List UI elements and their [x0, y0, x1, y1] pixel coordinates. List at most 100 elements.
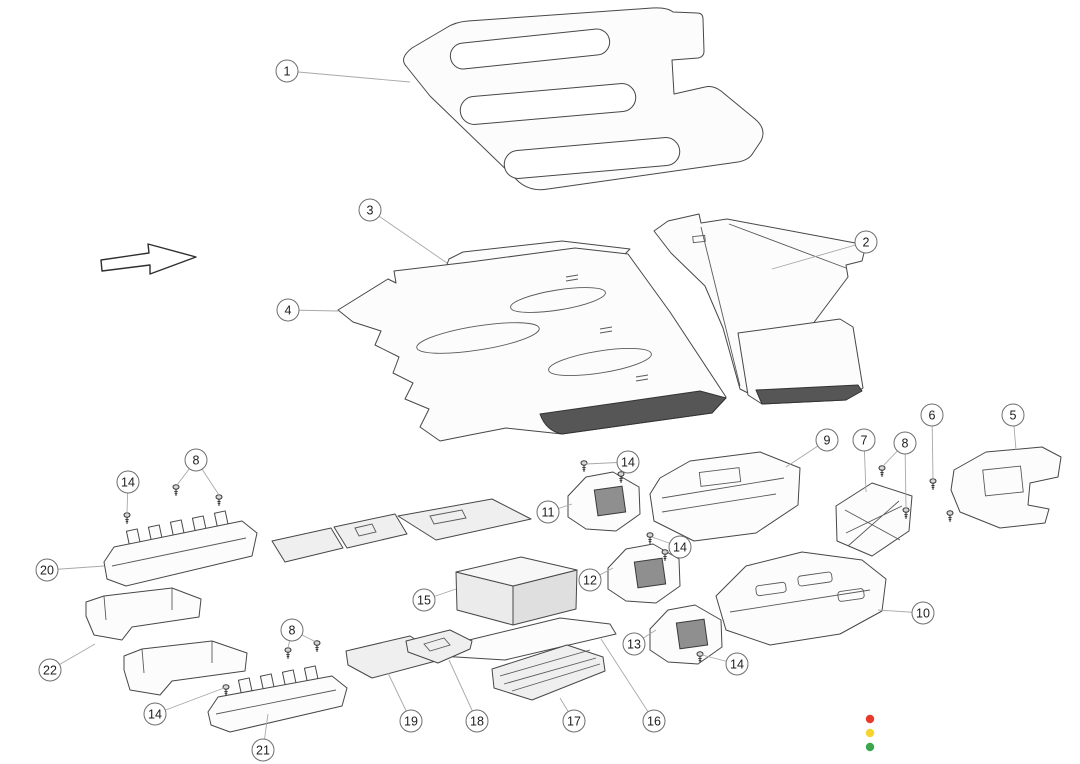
- screw-icon: [123, 512, 131, 525]
- callout-number: 5: [1010, 409, 1017, 423]
- part-18-pad: [405, 629, 473, 664]
- insulation-pads: [271, 498, 532, 563]
- callout-number: 9: [824, 434, 831, 448]
- callout-14: 14: [651, 535, 692, 559]
- callout-13: 13: [622, 629, 657, 656]
- part-11-bracket: [567, 471, 641, 532]
- callout-circle: [854, 230, 878, 254]
- part-20-bracket-rail: [103, 510, 258, 587]
- leader-line: [154, 687, 225, 715]
- callout-8: 8: [280, 618, 317, 649]
- callout-circle: [536, 500, 560, 524]
- part-7-bracket: [835, 482, 913, 557]
- direction-arrow-icon: [100, 243, 197, 275]
- callout-number: 7: [861, 434, 868, 448]
- callout-number: 22: [43, 664, 57, 678]
- part-5-bracket: [950, 446, 1062, 529]
- callout-number: 21: [256, 744, 270, 758]
- callout-number: 17: [567, 715, 581, 729]
- callout-number: 4: [285, 304, 292, 318]
- indicator-dot-red: [865, 714, 875, 724]
- callout-22: 22: [38, 643, 96, 682]
- callout-number: 8: [902, 437, 909, 451]
- callout-circle: [562, 709, 586, 733]
- foam-insert: [593, 485, 627, 517]
- callout-12: 12: [578, 567, 614, 592]
- callout-7: 7: [852, 428, 876, 493]
- callout-number: 14: [121, 476, 135, 490]
- callout-number: 20: [40, 564, 54, 578]
- callout-circle: [893, 431, 917, 455]
- screw-icon: [215, 494, 223, 507]
- callout-circle: [642, 709, 666, 733]
- callout-number: 6: [929, 409, 936, 423]
- part-17-insulation-pad: [491, 644, 606, 701]
- part-15-foam-block: [455, 556, 578, 626]
- part-1-mat-panel: [403, 7, 764, 191]
- callout-circle: [251, 738, 275, 762]
- detail-mark: [565, 274, 579, 282]
- part-21-bracket-rail: [207, 665, 348, 733]
- screw-icon: [172, 484, 180, 497]
- part-22-foam-blocks: [85, 587, 248, 696]
- callout-circle: [616, 450, 640, 474]
- part-13-bracket: [649, 604, 723, 665]
- callout-17: 17: [559, 697, 586, 733]
- slot-cutout: [503, 137, 681, 179]
- callout-number: 10: [916, 607, 930, 621]
- callout-circle: [116, 470, 140, 494]
- screw-icon: [929, 478, 937, 491]
- screw-icon: [646, 532, 654, 545]
- callout-circle: [276, 298, 300, 322]
- foam-insert: [633, 557, 667, 589]
- callout-4: 4: [276, 298, 339, 322]
- callout-circle: [911, 601, 935, 625]
- callout-3: 3: [358, 198, 448, 264]
- detail-mark: [599, 326, 613, 334]
- callout-circle: [815, 428, 839, 452]
- callout-circle: [184, 448, 208, 472]
- callout-number: 14: [730, 658, 744, 672]
- callout-circle: [275, 59, 299, 83]
- callout-number: 11: [542, 506, 555, 520]
- callout-19: 19: [387, 672, 423, 733]
- callout-number: 18: [470, 715, 484, 729]
- callout-circle: [578, 568, 602, 592]
- detail-mark: [635, 374, 649, 382]
- indicator-dot-green: [865, 742, 875, 752]
- screw-icon: [946, 510, 954, 523]
- callout-20: 20: [35, 558, 105, 582]
- callout-number: 19: [404, 715, 418, 729]
- callout-21: 21: [251, 713, 275, 762]
- callout-18: 18: [448, 659, 489, 733]
- callout-circle: [412, 588, 436, 612]
- callout-number: 8: [289, 624, 296, 638]
- callout-number: 8: [193, 454, 200, 468]
- indicator-dot-yellow: [865, 728, 875, 738]
- sill-strip: [539, 390, 727, 435]
- callout-14: 14: [116, 470, 140, 514]
- callout-16: 16: [600, 638, 666, 733]
- callout-circle: [35, 558, 59, 582]
- indicator-dots: [865, 714, 875, 752]
- callout-number: 13: [627, 638, 641, 652]
- screw-icon: [284, 647, 292, 660]
- part-2-floor-panel-right: [653, 213, 867, 405]
- callout-circle: [1001, 403, 1025, 427]
- leader-line: [286, 70, 411, 83]
- callout-number: 12: [583, 574, 597, 588]
- callout-1: 1: [275, 59, 411, 83]
- leader-line: [600, 638, 655, 722]
- callout-number: 15: [417, 594, 431, 608]
- callout-circle: [38, 658, 62, 682]
- callout-circle: [465, 709, 489, 733]
- screw-icon: [313, 640, 321, 653]
- leader-line: [369, 209, 448, 264]
- callout-8: 8: [176, 448, 220, 496]
- callout-number: 1: [284, 65, 291, 79]
- part-9-bracket: [649, 451, 801, 542]
- callout-5: 5: [1001, 403, 1025, 451]
- callout-circle: [725, 652, 749, 676]
